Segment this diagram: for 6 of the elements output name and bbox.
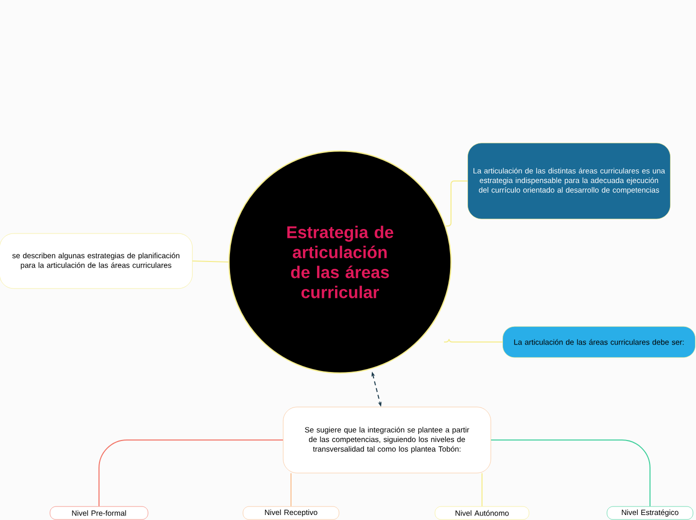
connector xyxy=(98,440,284,507)
connector xyxy=(446,180,468,226)
connector xyxy=(192,260,229,262)
connector xyxy=(444,338,503,342)
connector xyxy=(490,440,650,507)
connector xyxy=(290,472,292,507)
